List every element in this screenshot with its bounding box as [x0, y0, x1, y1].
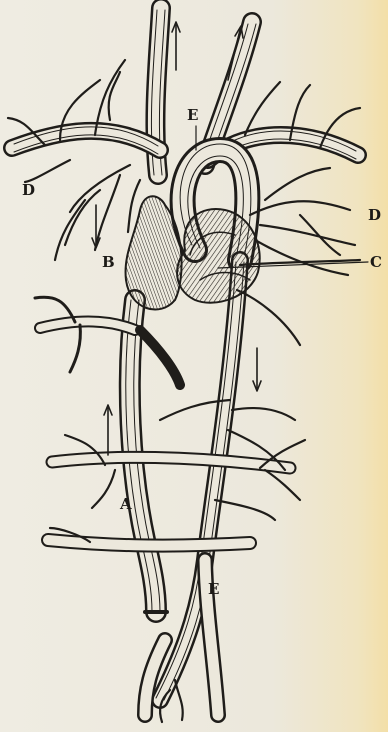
label-e-bottom: E [208, 582, 219, 597]
label-d-right: D [368, 208, 381, 223]
label-a: A [120, 497, 132, 512]
left-mid-tributary [35, 297, 180, 385]
label-e-top: E [187, 108, 198, 123]
label-d-left: D [22, 183, 35, 198]
left-arm-vessel [12, 127, 160, 154]
renal-vessel [52, 457, 290, 468]
heart [177, 209, 260, 303]
label-c: C [370, 255, 382, 270]
label-b: B [102, 255, 115, 270]
iliac-cross-vessel [48, 540, 250, 546]
